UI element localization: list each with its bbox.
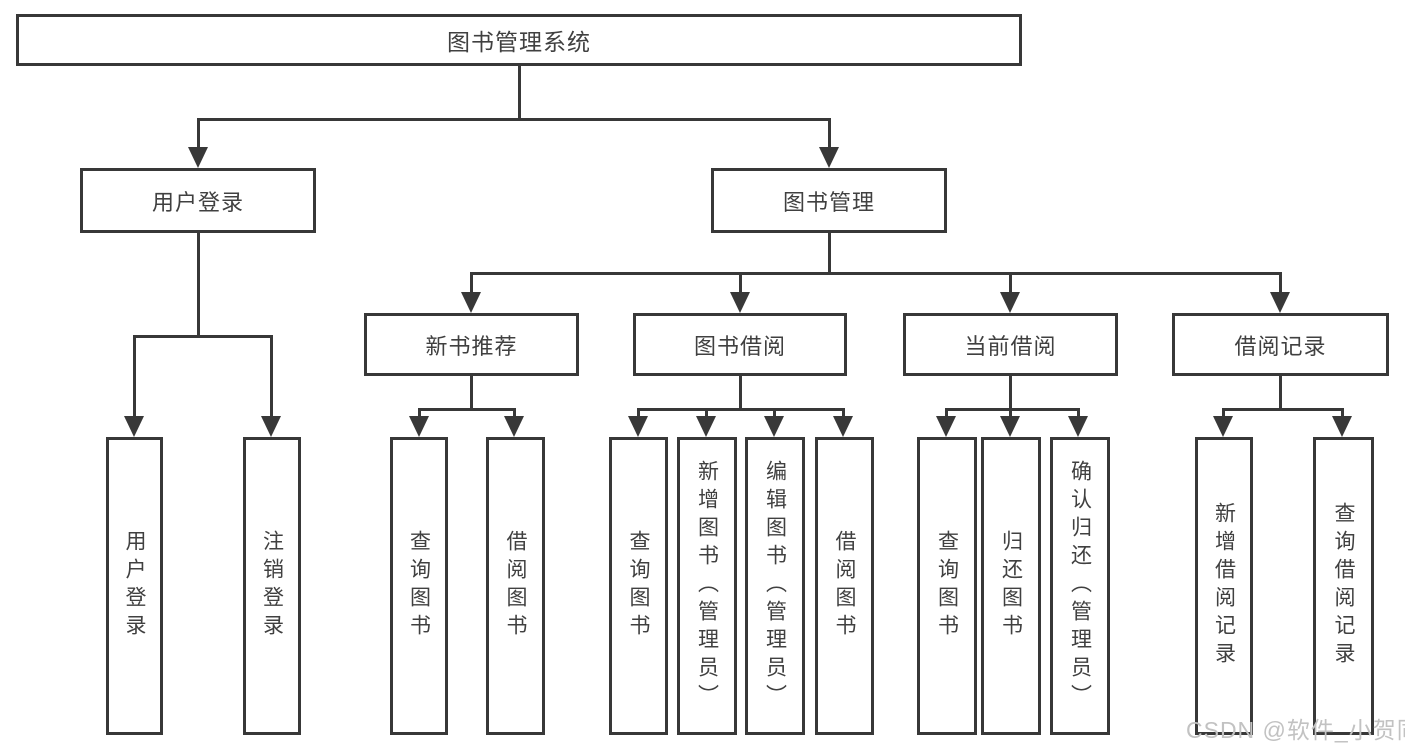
- arrow-down-icon: [409, 416, 429, 437]
- connector-vline: [828, 118, 831, 150]
- arrow-down-icon: [1213, 416, 1233, 437]
- connector-hline: [637, 408, 843, 411]
- connector-vline: [773, 408, 776, 418]
- arrow-down-icon: [730, 292, 750, 313]
- connector-hline: [945, 408, 1079, 411]
- node-label: 查询图书: [935, 530, 959, 642]
- arrow-down-icon: [1000, 292, 1020, 313]
- node-label: 新书推荐: [425, 333, 518, 359]
- node-query-borrow-record: 查询借阅记录: [1313, 437, 1374, 735]
- connector-vline: [133, 335, 136, 417]
- arrow-down-icon: [1270, 292, 1290, 313]
- connector-vline: [637, 408, 640, 418]
- connector-vline: [739, 376, 742, 408]
- node-library-management-system: 图书管理系统: [16, 14, 1022, 66]
- node-label: 借阅图书: [504, 530, 527, 642]
- node-new-book-recommendation: 新书推荐: [364, 313, 579, 376]
- node-book-management: 图书管理: [711, 168, 947, 233]
- connector-hline: [197, 118, 831, 121]
- connector-vline: [1077, 408, 1080, 418]
- connector-vline: [842, 408, 845, 418]
- node-label: 借阅图书: [833, 530, 856, 642]
- connector-vline: [518, 64, 521, 120]
- node-label: 图书借阅: [693, 333, 786, 359]
- node-add-book-admin: 新增图书（管理员）: [677, 437, 737, 735]
- node-label: 借阅记录: [1234, 333, 1327, 359]
- connector-vline: [945, 408, 948, 418]
- node-current-borrowing: 当前借阅: [903, 313, 1118, 376]
- node-label: 用户登录: [123, 530, 146, 642]
- node-label: 当前借阅: [964, 333, 1057, 359]
- node-query-books-borrowing: 查询图书: [609, 437, 668, 735]
- node-add-borrow-record: 新增借阅记录: [1195, 437, 1253, 735]
- node-borrow-books: 借阅图书: [815, 437, 874, 735]
- arrow-down-icon: [188, 147, 208, 168]
- node-logout: 注销登录: [243, 437, 301, 735]
- node-label: 图书管理系统: [447, 29, 591, 55]
- arrow-down-icon: [764, 416, 784, 437]
- arrow-down-icon: [833, 416, 853, 437]
- arrow-down-icon: [1068, 416, 1088, 437]
- connector-vline: [1009, 376, 1012, 408]
- node-user-login-leaf: 用户登录: [106, 437, 163, 735]
- node-borrow-books-recommend: 借阅图书: [486, 437, 545, 735]
- arrow-down-icon: [936, 416, 956, 437]
- node-confirm-return-admin: 确认归还（管理员）: [1050, 437, 1110, 735]
- node-user-login: 用户登录: [80, 168, 316, 233]
- arrow-down-icon: [628, 416, 648, 437]
- arrow-down-icon: [1332, 416, 1352, 437]
- connector-hline: [1222, 408, 1342, 411]
- connector-vline: [470, 376, 473, 408]
- arrow-down-icon: [696, 416, 716, 437]
- node-label: 确认归还（管理员）: [1068, 460, 1092, 712]
- connector-vline: [828, 233, 831, 275]
- node-return-books: 归还图书: [981, 437, 1041, 735]
- node-label: 图书管理: [782, 189, 875, 215]
- node-label: 查询图书: [407, 530, 431, 642]
- node-query-books-current: 查询图书: [917, 437, 977, 735]
- node-label: 查询借阅记录: [1332, 502, 1355, 670]
- connector-vline: [705, 408, 708, 418]
- connector-hline: [418, 408, 516, 411]
- connector-vline: [418, 408, 421, 418]
- arrow-down-icon: [461, 292, 481, 313]
- connector-vline: [739, 272, 742, 294]
- node-borrowing-records: 借阅记录: [1172, 313, 1389, 376]
- connector-vline: [1009, 408, 1012, 418]
- node-edit-book-admin: 编辑图书（管理员）: [745, 437, 805, 735]
- node-query-books-recommend: 查询图书: [390, 437, 448, 735]
- connector-vline: [197, 233, 200, 335]
- arrow-down-icon: [261, 416, 281, 437]
- connector-vline: [1279, 272, 1282, 294]
- connector-hline: [133, 335, 273, 338]
- arrow-down-icon: [504, 416, 524, 437]
- node-book-borrowing: 图书借阅: [633, 313, 847, 376]
- node-label: 新增图书（管理员）: [695, 460, 719, 712]
- node-label: 编辑图书（管理员）: [763, 460, 787, 712]
- connector-vline: [1341, 408, 1344, 418]
- connector-vline: [1222, 408, 1225, 418]
- connector-vline: [513, 408, 516, 418]
- csdn-watermark: CSDN @软件_小贺同学: [1186, 717, 1405, 743]
- arrow-down-icon: [124, 416, 144, 437]
- connector-vline: [270, 335, 273, 417]
- arrow-down-icon: [1000, 416, 1020, 437]
- connector-hline: [470, 272, 1282, 275]
- connector-vline: [1009, 272, 1012, 294]
- node-label: 注销登录: [260, 530, 284, 642]
- arrow-down-icon: [819, 147, 839, 168]
- connector-vline: [197, 118, 200, 150]
- connector-vline: [1279, 376, 1282, 408]
- connector-vline: [470, 272, 473, 294]
- node-label: 用户登录: [151, 189, 244, 215]
- node-label: 新增借阅记录: [1212, 502, 1236, 670]
- node-label: 归还图书: [999, 530, 1023, 642]
- node-label: 查询图书: [627, 530, 650, 642]
